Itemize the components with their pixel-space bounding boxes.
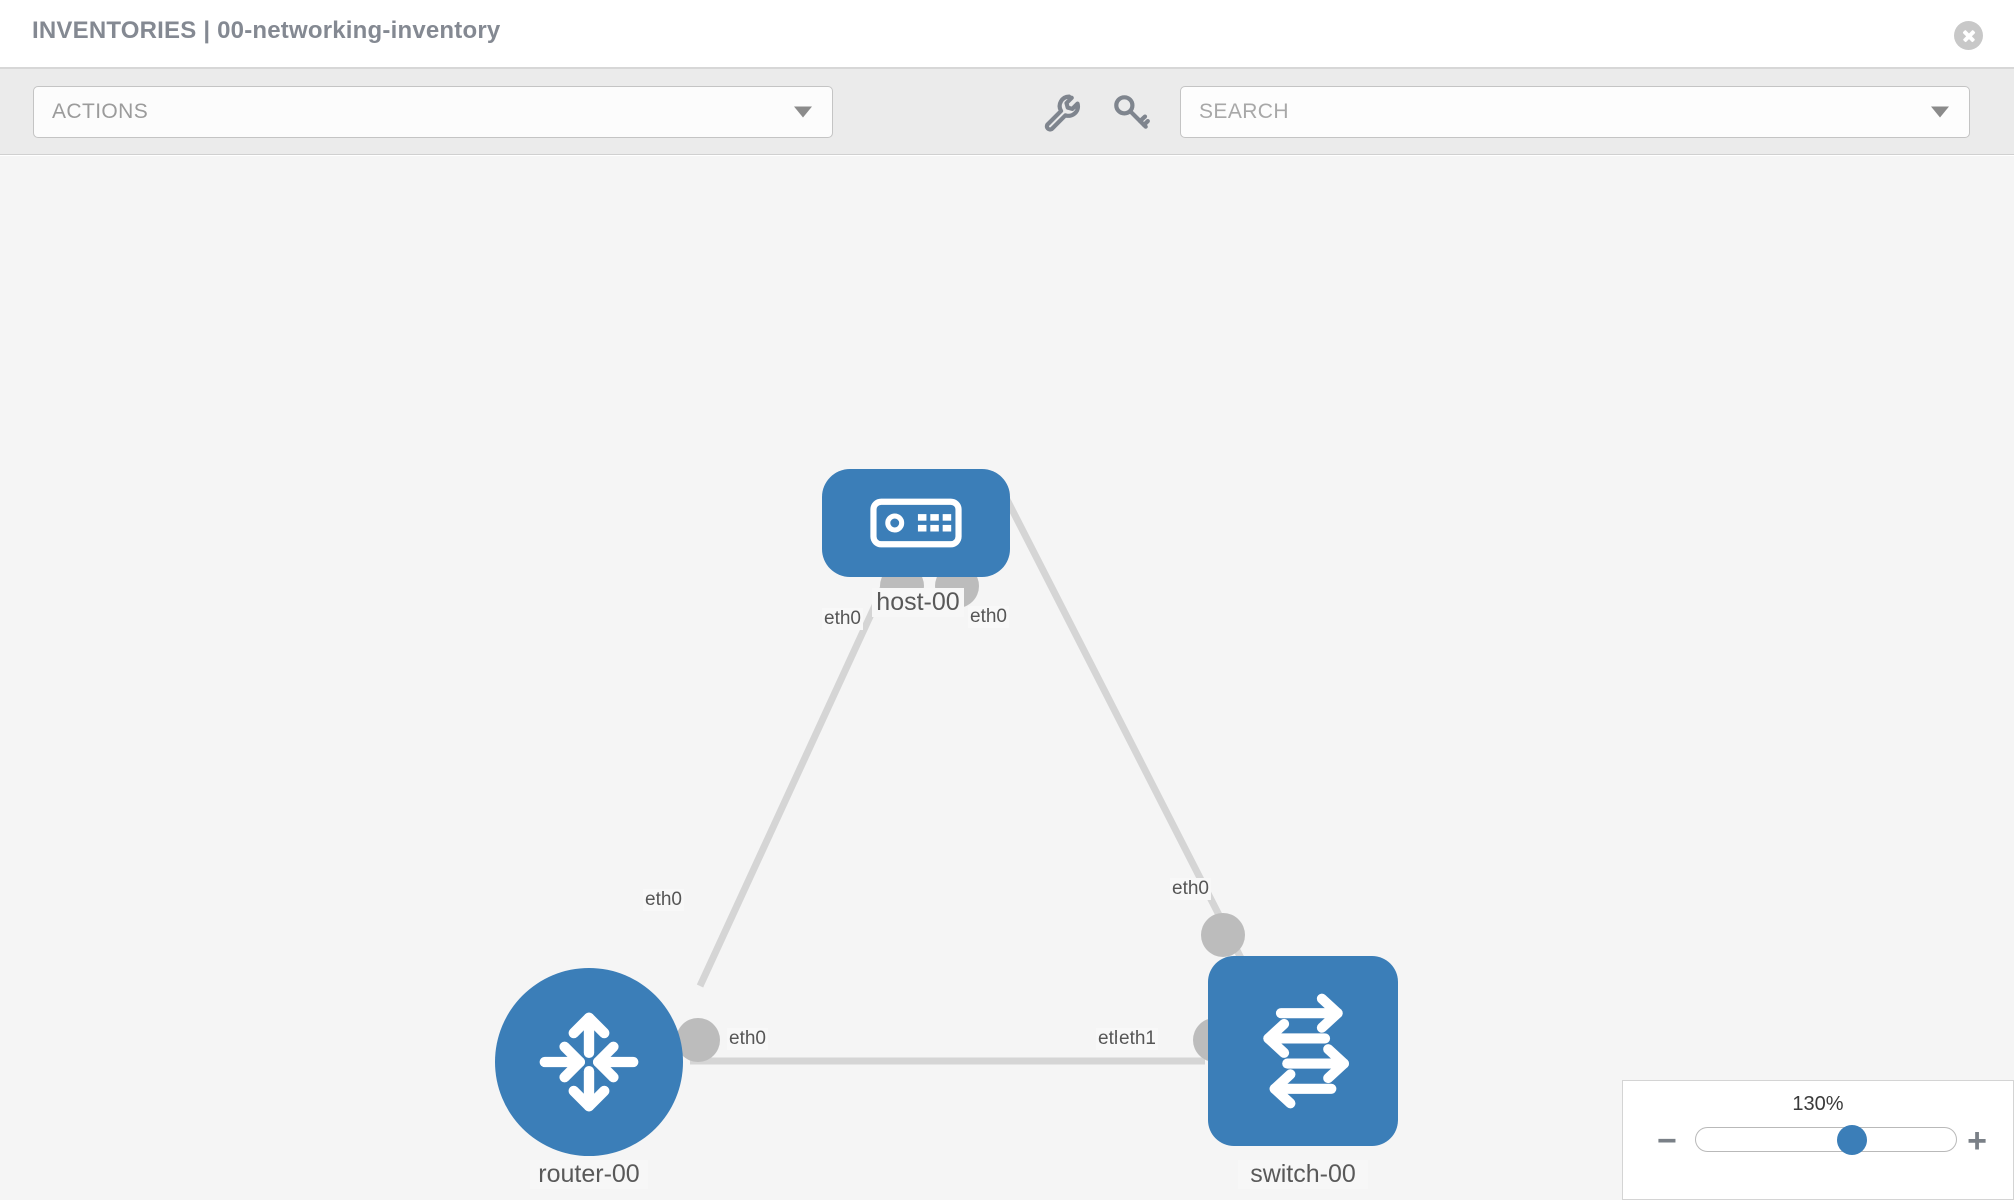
search-placeholder: SEARCH	[1199, 100, 1289, 123]
topology-node-host-00[interactable]	[822, 469, 1010, 577]
zoom-slider-track[interactable]	[1695, 1124, 1957, 1155]
search-input[interactable]: SEARCH	[1180, 86, 1970, 138]
edge-label-switch-up: eth0	[1170, 878, 1211, 900]
page-header: INVENTORIES | 00-networking-inventory	[0, 0, 2014, 69]
four-arrows-icon	[539, 1012, 639, 1112]
chevron-down-icon[interactable]	[1931, 106, 1949, 118]
zoom-slider-thumb[interactable]	[1837, 1124, 1867, 1155]
key-icon[interactable]	[1110, 91, 1152, 133]
topology-node-label-host-00: host-00	[872, 588, 964, 617]
zoom-in-button[interactable]: +	[1967, 1122, 1987, 1160]
zoom-level-value: 130%	[1792, 1093, 1844, 1115]
edge-label-host-left: eth0	[822, 608, 863, 630]
topology-node-label-switch-00: switch-00	[1238, 1160, 1368, 1189]
topology-node-router-00[interactable]	[495, 968, 683, 1156]
close-icon[interactable]	[1954, 21, 1983, 50]
edge-label-router-right: eth0	[727, 1028, 768, 1050]
edge-label-host-right: eth0	[968, 606, 1009, 628]
port-dot[interactable]	[1201, 913, 1245, 957]
edge-label-router-up: eth0	[643, 889, 684, 911]
port-dot[interactable]	[676, 1018, 720, 1062]
topology-node-switch-00[interactable]	[1208, 956, 1398, 1146]
zoom-control-panel: 130% − +	[1622, 1080, 2014, 1200]
toolbar: ACTIONS SEARCH	[0, 69, 2014, 155]
zoom-out-button[interactable]: −	[1657, 1122, 1677, 1160]
server-appliance-icon	[870, 498, 962, 548]
chevron-down-icon	[794, 106, 812, 118]
edge-label-switch-left: eth1	[1117, 1028, 1158, 1050]
actions-dropdown-label: ACTIONS	[52, 100, 149, 123]
topology-node-label-router-00: router-00	[530, 1160, 648, 1189]
topology-edges	[690, 484, 1249, 1065]
page-title: INVENTORIES | 00-networking-inventory	[32, 17, 501, 44]
wrench-icon[interactable]	[1042, 91, 1084, 133]
switch-arrows-icon	[1263, 993, 1349, 1109]
actions-dropdown[interactable]: ACTIONS	[33, 86, 833, 138]
topology-canvas[interactable]: host-00 eth0 eth0 router-00 eth0 eth0	[0, 156, 2014, 1200]
